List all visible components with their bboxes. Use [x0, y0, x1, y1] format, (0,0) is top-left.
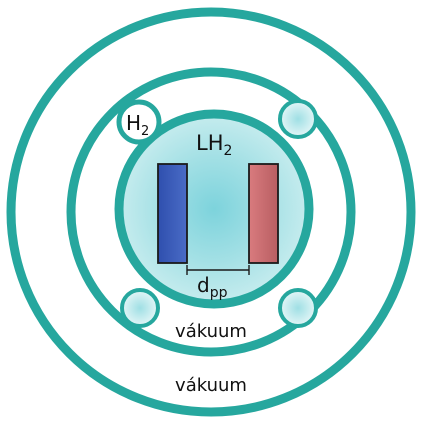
h2-gas-tube [116, 99, 162, 145]
coolant-tube-bottom-right [278, 288, 318, 328]
vacuum-outer-label: vákuum [175, 375, 247, 396]
h2-gas-label: H2 [126, 111, 149, 139]
coolant-tube-top-right [278, 99, 318, 139]
coolant-tube-bottom-left [120, 288, 160, 328]
lh2-label: LH2 [196, 131, 232, 159]
plate-left [157, 163, 188, 264]
gap-label: dpp [197, 273, 228, 301]
vacuum-inner-label: vákuum [175, 321, 247, 342]
plate-right [248, 163, 279, 264]
